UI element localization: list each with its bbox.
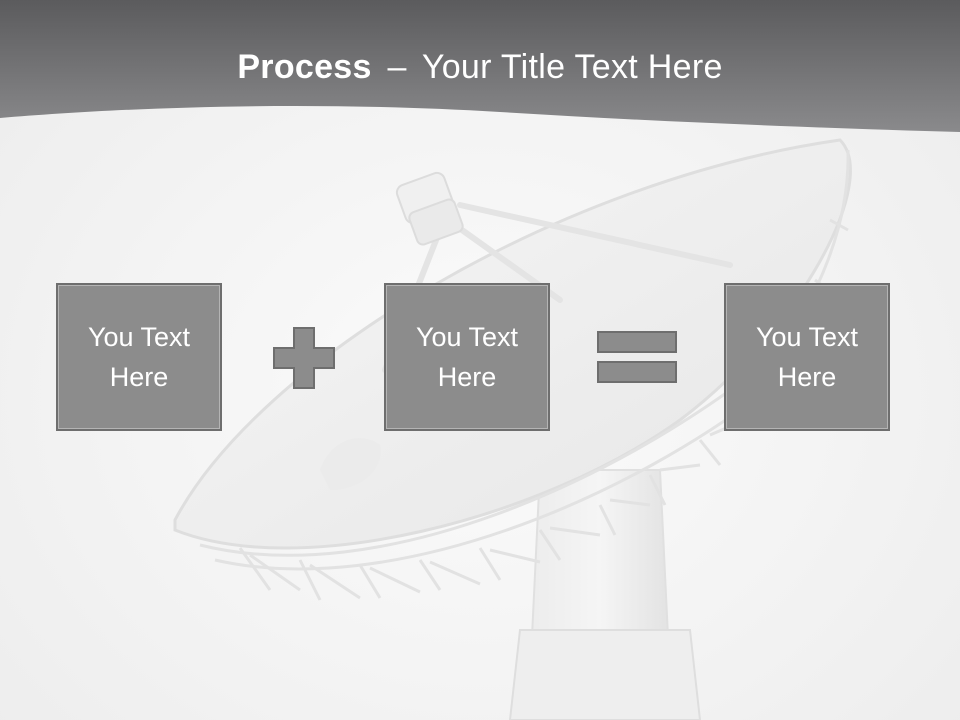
process-box-3[interactable]: You Text Here [724,283,890,431]
plus-icon [273,327,335,389]
header-band [0,0,960,132]
process-box-1[interactable]: You Text Here [56,283,222,431]
slide-title: Process – Your Title Text Here [0,48,960,87]
title-bold: Process [237,48,372,86]
equals-icon [597,331,677,383]
process-box-2[interactable]: You Text Here [384,283,550,431]
title-separator: – [387,48,407,86]
title-text: Your Title Text Here [421,48,723,86]
